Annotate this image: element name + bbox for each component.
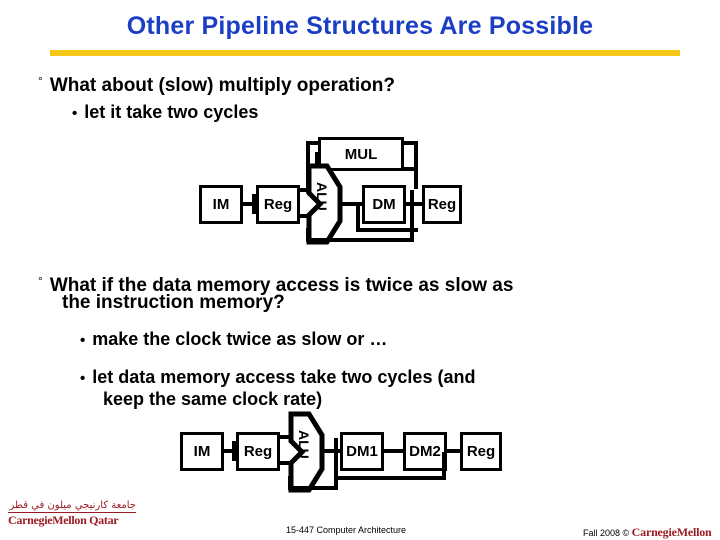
footer-term-text: Fall 2008 © bbox=[583, 528, 630, 538]
alu-bypass-right-1 bbox=[410, 190, 414, 242]
alu-bypass-left-1 bbox=[306, 228, 310, 242]
alu-shape-2 bbox=[288, 411, 334, 493]
latch-im-reg-1 bbox=[252, 194, 257, 214]
stage-box-im-2: IM bbox=[180, 432, 224, 471]
wire-dm-to-reg-1 bbox=[406, 202, 426, 206]
footer-course-text: 15-447 Computer Architecture bbox=[286, 525, 407, 535]
stage-box-dm2: DM2 bbox=[403, 432, 447, 471]
title-underline-rule bbox=[50, 50, 680, 56]
stage-box-mul: MUL bbox=[318, 137, 404, 171]
bullet-point-1-sub-1-text: let it take two cycles bbox=[84, 102, 259, 122]
bullet-point-2-sub-2: • let data memory access take two cycles … bbox=[80, 366, 475, 390]
wire-dm1-to-dm2 bbox=[384, 449, 405, 453]
bullet-point-2-sub-2-line1: let data memory access take two cycles (… bbox=[92, 367, 476, 387]
cmu-qatar-logo-english: CarnegieMellon Qatar bbox=[8, 513, 119, 527]
stage-box-reg-1: Reg bbox=[256, 185, 300, 224]
latch-im-reg-2 bbox=[232, 441, 237, 461]
cmu-qatar-logo-arabic: جامعة كارنيجي ميلون في قطر bbox=[9, 500, 136, 511]
mul-output-rail-top-inner bbox=[400, 167, 414, 171]
wire-alu-to-dm1 bbox=[320, 449, 342, 453]
stage-box-reg-out-1: Reg bbox=[422, 185, 462, 224]
bullet-point-2-line1: What if the data memory access is twice … bbox=[49, 275, 514, 296]
bullet-point-1-sub-1: • let it take two cycles bbox=[72, 101, 258, 125]
dm-return-bottom-1 bbox=[356, 228, 418, 232]
dm-return-left-1 bbox=[356, 205, 360, 232]
bullet-marker-level1-2: ° bbox=[38, 274, 43, 288]
footer-brand-wordmark: CarnegieMellon bbox=[631, 525, 712, 539]
bullet-point-1: ° What about (slow) multiply operation? bbox=[38, 70, 395, 97]
wire-dm2-to-reg bbox=[447, 449, 464, 453]
bullet-point-2-line2: the instruction memory? bbox=[62, 292, 285, 313]
bullet-point-1-text: What about (slow) multiply operation? bbox=[49, 75, 395, 96]
bullet-marker-level2: • bbox=[72, 105, 78, 122]
wire-alu-to-dm-1 bbox=[338, 202, 364, 206]
bullet-point-2-sub-1: • make the clock twice as slow or … bbox=[80, 328, 387, 352]
bullet-point-2-sub-1-text: make the clock twice as slow or … bbox=[92, 329, 388, 349]
alu-bypass-bottom-2 bbox=[288, 486, 338, 490]
footer-right: Fall 2008 © CarnegieMellon bbox=[583, 525, 712, 540]
wire-im-to-latch-2 bbox=[224, 449, 236, 453]
stage-box-dm1: DM1 bbox=[340, 432, 384, 471]
dmem-return-bottom-2 bbox=[334, 476, 446, 480]
stage-box-reg-2: Reg bbox=[236, 432, 280, 471]
bullet-point-2-cont: the instruction memory? bbox=[62, 292, 285, 314]
bullet-marker-level2-2b: • bbox=[80, 370, 86, 387]
bullet-point-2: ° What if the data memory access is twice… bbox=[38, 270, 513, 297]
alu-bypass-right-2 bbox=[334, 438, 338, 490]
alu-shape-1 bbox=[306, 163, 352, 245]
stage-box-dm-1: DM bbox=[362, 185, 406, 224]
bullet-marker-level1: ° bbox=[38, 74, 43, 88]
cmu-qatar-logo-rule bbox=[8, 512, 136, 513]
bullet-point-2-sub-2-cont: keep the same clock rate) bbox=[103, 388, 322, 410]
alu-label-2: ALU bbox=[296, 430, 312, 459]
alu-bypass-left-2 bbox=[288, 476, 292, 490]
stage-box-reg-out-2: Reg bbox=[460, 432, 502, 471]
bullet-point-2-sub-2-line2: keep the same clock rate) bbox=[103, 389, 323, 409]
cmu-qatar-logo: جامعة كارنيجي ميلون في قطر CarnegieMello… bbox=[8, 500, 148, 527]
dmem-return-right-2 bbox=[442, 452, 446, 480]
mul-output-rail-top bbox=[400, 141, 418, 145]
alu-bypass-bottom-1 bbox=[306, 238, 414, 242]
stage-box-im-1: IM bbox=[199, 185, 243, 224]
mul-output-rail-right bbox=[414, 141, 418, 189]
page-title: Other Pipeline Structures Are Possible bbox=[126, 12, 594, 40]
mul-input-rail-top-outer bbox=[306, 141, 322, 145]
wire-im-to-latch-1 bbox=[243, 202, 256, 206]
bullet-marker-level2-2a: • bbox=[80, 332, 86, 349]
